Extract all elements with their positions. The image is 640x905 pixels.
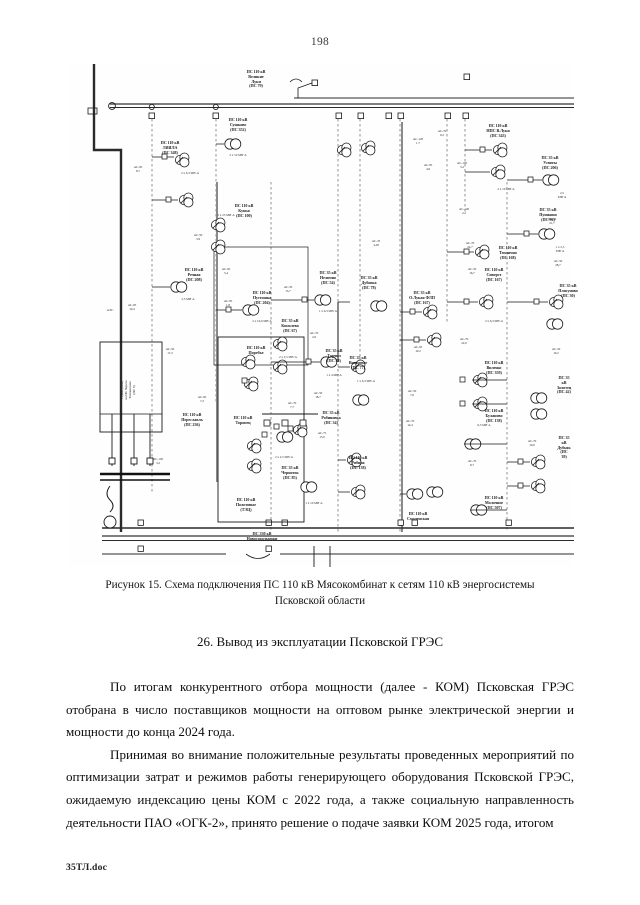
transformer-rating: 1 х 2,5 МВ·А <box>555 245 565 253</box>
line-label: АС-70 10,0 <box>527 439 537 447</box>
line-label: АС-50 18,7 <box>313 391 323 399</box>
schematic-label: ПС 35 кВ Нелично (ПС 54) <box>319 270 337 285</box>
schematic-label: ПС 110 кВ Сиверст (ПС 167) <box>484 267 504 282</box>
schematic-label: ПС 110 кВ Кунья (ПС 100) <box>234 203 254 218</box>
line-label: АС-70 2,9 <box>309 331 319 339</box>
transformer-rating: 2 х 10 МВ·А <box>497 187 515 191</box>
schematic-label: ПС 110 кВ Молочное (ПС 507) <box>484 495 504 510</box>
transformer-rating: 6,3 МВ·А <box>477 423 491 427</box>
transformer-rating: 2 х 6,3 МВ·А <box>485 319 503 323</box>
schematic-label: ПС 110 кВ Пустошка (ПС 204) <box>252 290 272 305</box>
figure-caption-line-2: Псковской области <box>274 594 366 607</box>
schematic-drawing <box>66 62 574 567</box>
transformer-rating: 2,5 МВ·А <box>557 191 567 199</box>
line-label: АС-95 7,2 <box>197 395 207 403</box>
line-label: АС-70 9,2 <box>437 129 447 137</box>
line-label: АС-95 10,2 <box>413 345 423 353</box>
line-label: АС-50 21,7 <box>547 217 557 225</box>
line-label: АС-70 14,4 <box>405 419 415 427</box>
schematic-label: ПС 110 кВ Виленас (ПС 359) <box>484 360 504 375</box>
schematic-label: ПС 110 кВ Теплично (ПС 168) <box>498 245 518 260</box>
line-label: АС-70 24,7 <box>465 241 475 249</box>
line-label: АС-50 17,2 <box>165 347 175 355</box>
figure-caption-line-1: Рисунок 15. Схема подключения ПС 110 кВ … <box>105 579 535 591</box>
line-label: АС-95 4,9 <box>423 163 433 171</box>
line-label: АС-120 3,2 <box>456 161 468 169</box>
schematic-label-plant: АЭС <box>106 308 114 312</box>
line-label: АС-75 15,0 <box>317 431 327 439</box>
line-label: АС-50 19,2 <box>551 347 561 355</box>
line-label: АС-95 5,4 <box>221 267 231 275</box>
line-label: АС-120 2,2 <box>458 207 470 215</box>
schematic-label: ПС 110 кВ Торопец <box>233 415 253 425</box>
schematic-label: ПС 35 кВ Кисилево (ПС 67) <box>281 318 299 333</box>
schematic-label: ПС 110 кВ Рябина (ПС 138) <box>348 455 368 470</box>
line-label: АС-50 3,9 <box>193 233 203 241</box>
footer-filename: 35ТЛ.doc <box>66 862 108 873</box>
schematic-label: ПС 110 кВ Великие Луки (ПС 79) <box>246 69 266 89</box>
line-label: АС-35 4,28 <box>371 239 381 247</box>
schematic-label: ПС 35 кВ Торчил (ПС 58) <box>325 348 343 363</box>
line-label: АС-95 8,7 <box>133 165 143 173</box>
line-label: АС-50 28,7 <box>553 259 563 267</box>
schematic-label: ПС 35 кВ О.Лукая ФЛП (ПС 167) <box>409 290 435 305</box>
schematic-label-left-vertical: 1 (Контроль) на ПС Череха Таможенная (ПС… <box>119 380 137 400</box>
schematic-label: ПС 35 кВ Усвяты (ПС 206) <box>541 155 559 170</box>
page-number: 198 <box>310 36 330 48</box>
line-label: АС-70 8,7 <box>467 459 477 467</box>
line-label: АС-120 1,7 <box>412 137 424 145</box>
transformer-rating: 2 х 2,5 МВ·А <box>275 455 293 459</box>
schematic-label: ПС 35 кВ Плясуново (ПС 30) <box>558 283 578 298</box>
body-text: По итогам конкурентного отбора мощности … <box>66 676 574 834</box>
transformer-rating: 1 х 10 МВ·А <box>305 501 323 505</box>
schematic-label: ПС 110 кВ Переславль (ПС 236) <box>181 412 203 427</box>
line-label: АС-70 7,7 <box>287 401 297 409</box>
figure-caption: Рисунок 15. Схема подключения ПС 110 кВ … <box>66 578 574 610</box>
schematic-canvas: ПС 110 кВ Великие Луки (ПС 79) ПС 110 кВ… <box>66 62 578 567</box>
schematic-label: ПС 35 кВ Золотец (ПС 42) <box>556 375 572 395</box>
transformer-rating: 1 х 4 МВ·А <box>326 373 342 377</box>
line-label: АС-120 3,2 <box>152 457 164 465</box>
transformer-rating: 1 х 6,3 МВ·А <box>319 309 337 313</box>
line-label: АС-95 1,8 <box>223 299 233 307</box>
schematic-label: ПС 110 кВ Буланово (ПС 138) <box>484 408 504 423</box>
schematic-label: ПС 110 кВ ЛЯЯЛА (ПС 348) <box>160 140 180 155</box>
line-label: АС-95 19,4 <box>127 303 137 311</box>
schematic-label: ПС 110 кВ Сушково (ПС 352) <box>228 117 248 132</box>
schematic-label-bottom-bus: ПС 330 кВ Новосокольники <box>246 531 278 541</box>
transformer-rating: 2 х 10 МВ·А <box>229 153 247 157</box>
line-label: АС-70 22,0 <box>459 337 469 345</box>
line-label: АС-50 7,0 <box>407 389 417 397</box>
transformer-rating: 2 х 25 МВ·А <box>217 213 235 217</box>
line-label: АС-50 13,7 <box>283 285 293 293</box>
transformer-rating: 1 х 6,3 МВ·А <box>357 379 375 383</box>
line-label: АС-50 16,7 <box>467 267 477 275</box>
schematic-label: ПС 110 кВ Смоленская <box>406 511 430 521</box>
schematic-label: ПС 35 кВ Черноток (ПС 85) <box>281 465 299 480</box>
schematic-label: ПС 35 кВ Дубовка (ПС 78) <box>360 275 378 290</box>
transformer-rating: 2 х 2,5 МВ·А <box>279 355 297 359</box>
transformer-rating: 2 х 16,0 МВ·А <box>252 319 272 323</box>
section-heading: 26. Вывод из эксплуатации Псковской ГРЭС <box>196 634 444 649</box>
schematic-label: ПС 110 кВ Поребье <box>246 345 266 355</box>
schematic-label: ПС 35 кВ Вишневое (ПС 77) <box>348 355 368 370</box>
transformer-rating: 2 х 6,3 МВ·А <box>181 171 199 175</box>
schematic-label: ПС 35 кВ Робиновка (ПС 34) <box>321 410 341 425</box>
schematic-label: ПС 110 кВ Речная (ПС 208) <box>184 267 204 282</box>
paragraph: По итогам конкурентного отбора мощности … <box>66 679 574 740</box>
schematic-label: ПС 35 кВ Пушкино (ПС 96) <box>539 207 557 222</box>
figure-15-schematic: ПС 110 кВ Великие Луки (ПС 79) ПС 110 кВ… <box>66 62 578 567</box>
transformer-rating: 2,5 МВ·А <box>181 297 195 301</box>
schematic-label: ПС 110 кВ НПС В.Луки (ПС 343) <box>486 123 510 138</box>
schematic-label: ПС 35 кВ Дубьяк (ПС 39) <box>557 435 571 460</box>
paragraph: Принимая во внимание положительные резул… <box>66 746 574 830</box>
schematic-label: ПС 110 кВ Полотовые (ТЭЦ) <box>235 497 257 512</box>
